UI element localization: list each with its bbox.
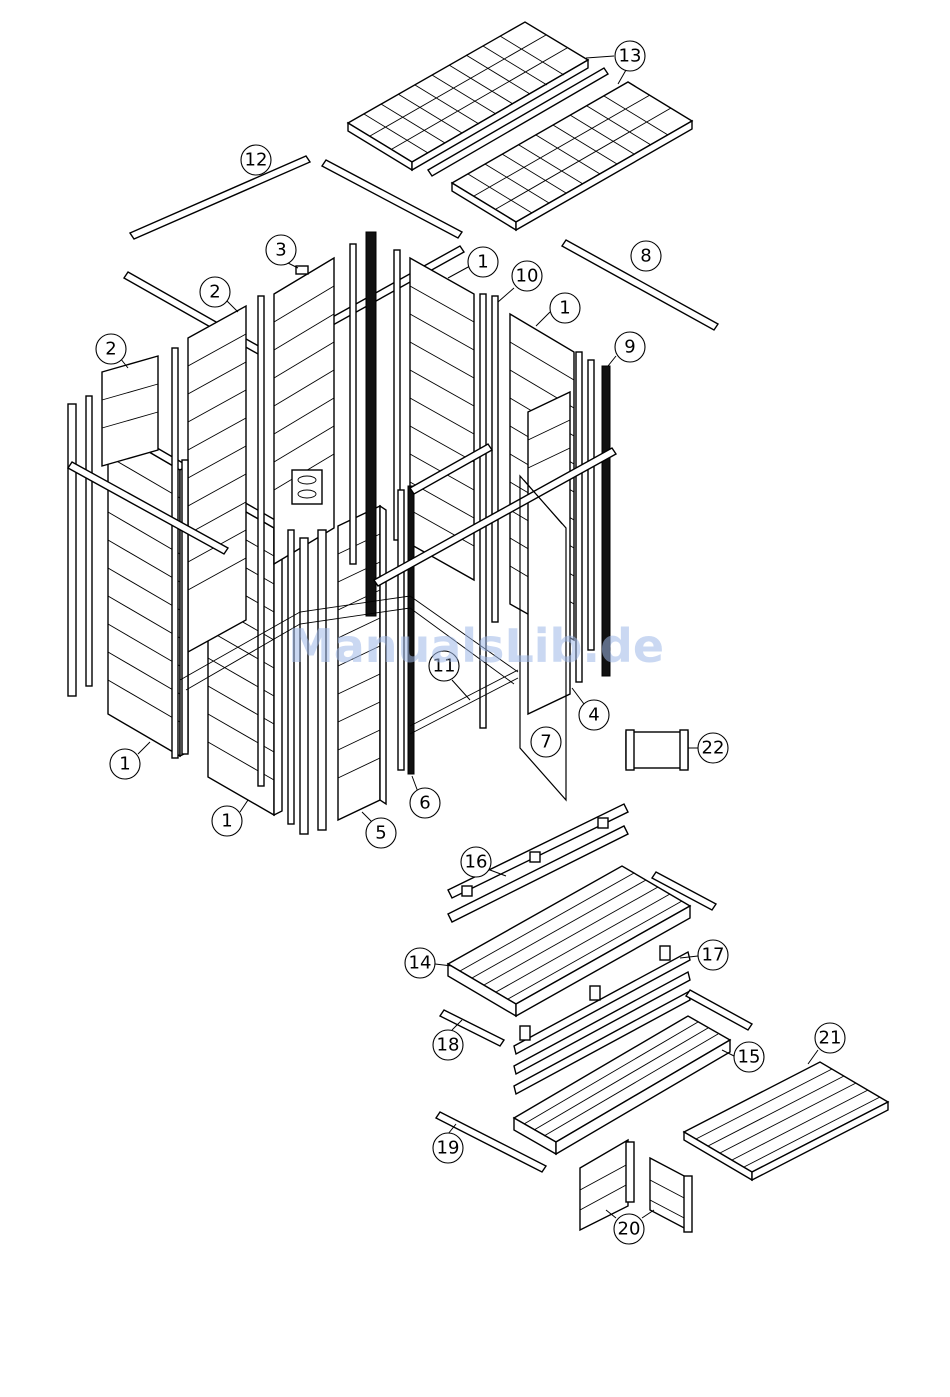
callout-label-21: 21 [819,1028,842,1049]
callout-label-1-back-right: 1 [477,252,488,273]
callout-label-2-left: 2 [105,339,116,360]
callout-label-19: 19 [437,1138,460,1159]
callout-label-2-middle: 2 [209,282,220,303]
callout-20: 20 [606,1210,654,1244]
callout-2-middle: 2 [200,277,238,312]
callout-10: 10 [498,261,542,302]
callout-9: 9 [608,332,645,366]
callout-1-side-right: 1 [536,293,580,326]
callout-label-14: 14 [409,953,432,974]
handle-part [626,730,688,770]
callout-label-6: 6 [419,793,430,814]
callout-label-15: 15 [738,1047,761,1068]
wall-panel-back-middle [188,306,246,652]
callout-label-10: 10 [516,266,539,287]
callout-14: 14 [405,948,452,978]
callout-label-20: 20 [618,1219,641,1240]
callout-label-16: 16 [465,852,488,873]
callout-label-12: 12 [245,150,268,171]
callout-label-17: 17 [702,945,725,966]
callout-label-3: 3 [275,240,286,261]
watermark-text: ManualsLib.de [288,619,664,673]
callout-8: 8 [631,241,661,271]
callout-12: 12 [241,145,271,175]
wall-panel-back-left [102,356,158,466]
callout-5: 5 [362,812,396,848]
floor-grate [684,1062,888,1180]
callout-label-18: 18 [437,1035,460,1056]
callout-label-13: 13 [619,46,642,67]
callout-label-9: 9 [624,337,635,358]
callout-label-8: 8 [640,246,651,267]
callout-label-1-front-left: 1 [119,754,130,775]
callout-4: 4 [572,688,609,730]
callout-label-7: 7 [540,732,551,753]
callout-label-1-side-right: 1 [559,298,570,319]
callout-7: 7 [531,727,561,757]
wall-panel-back-center [274,258,334,564]
callout-6: 6 [410,776,440,818]
callout-2-left: 2 [96,334,128,368]
callout-label-1-front-middle: 1 [221,811,232,832]
callout-21: 21 [808,1023,845,1064]
callout-label-22: 22 [702,738,725,759]
callout-label-4: 4 [588,705,599,726]
callout-1-front-middle: 1 [212,800,248,836]
callout-3: 3 [266,235,298,268]
callout-label-5: 5 [375,823,386,844]
callout-1-front-left: 1 [110,742,150,779]
callout-22: 22 [688,733,728,763]
